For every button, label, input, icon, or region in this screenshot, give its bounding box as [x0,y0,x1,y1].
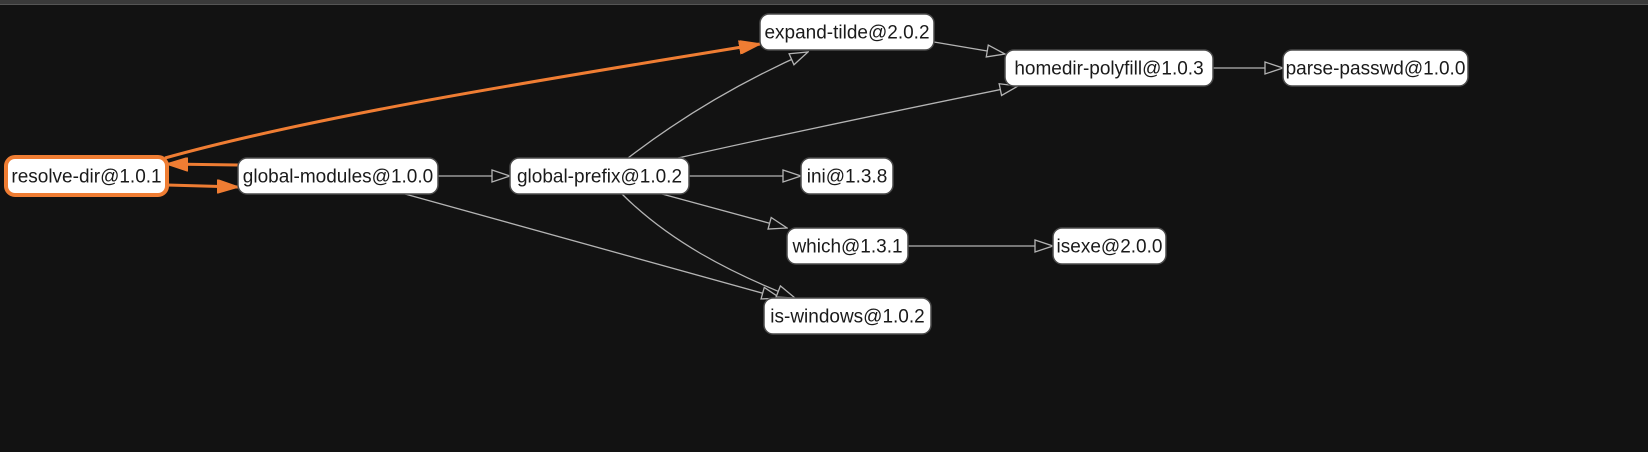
node-box[interactable] [4,155,169,197]
node-box[interactable] [763,297,932,335]
edges-layer [164,41,1283,298]
edge-resolve-dir-to-global-modules [166,185,238,187]
edge-global-prefix-to-homedir-polyfill [677,86,1018,159]
node-label: resolve-dir@1.0.1 [11,167,161,188]
node-box[interactable] [759,13,935,51]
node-box[interactable] [1052,227,1167,265]
node-box[interactable] [1004,49,1214,87]
node-isexe[interactable]: isexe@2.0.0 [1052,227,1167,265]
node-label: isexe@2.0.0 [1057,237,1163,258]
node-homedir-polyfill[interactable]: homedir-polyfill@1.0.3 [1004,49,1214,87]
node-label: parse-passwd@1.0.0 [1286,59,1466,80]
node-box[interactable] [800,157,894,195]
edge-global-prefix-to-expand-tilde [627,52,808,159]
edge-global-modules-to-is-windows [404,193,780,298]
node-label: homedir-polyfill@1.0.3 [1014,59,1203,80]
node-global-modules[interactable]: global-modules@1.0.0 [237,157,439,195]
node-resolve-dir[interactable]: resolve-dir@1.0.1 [4,155,169,197]
edge-expand-tilde-to-homedir-polyfill [933,41,1005,54]
edge-resolve-dir-to-expand-tilde [164,44,760,160]
node-box[interactable] [1282,49,1469,87]
node-box[interactable] [786,227,909,265]
node-label: global-modules@1.0.0 [243,167,433,188]
node-label: which@1.3.1 [791,237,902,258]
edge-global-prefix-to-which [661,193,787,228]
nodes-layer: resolve-dir@1.0.1 global-modules@1.0.0 glo… [4,13,1469,335]
node-label: expand-tilde@2.0.2 [764,23,929,44]
node-ini[interactable]: ini@1.3.8 [800,157,894,195]
node-box[interactable] [237,157,439,195]
window-top-border [0,0,1648,5]
node-label: is-windows@1.0.2 [770,307,924,328]
node-label: global-prefix@1.0.2 [517,167,682,188]
node-which[interactable]: which@1.3.1 [786,227,909,265]
node-global-prefix[interactable]: global-prefix@1.0.2 [509,157,690,195]
node-expand-tilde[interactable]: expand-tilde@2.0.2 [759,13,935,51]
edge-global-modules-to-resolve-dir [167,164,239,165]
node-label: ini@1.3.8 [807,167,888,188]
node-parse-passwd[interactable]: parse-passwd@1.0.0 [1282,49,1469,87]
node-is-windows[interactable]: is-windows@1.0.2 [763,297,932,335]
node-box[interactable] [509,157,690,195]
edge-global-prefix-to-is-windows [621,193,795,298]
